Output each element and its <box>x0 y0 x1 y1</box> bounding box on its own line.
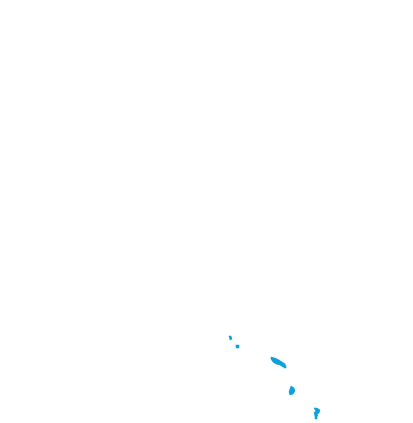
island-5 <box>288 385 296 396</box>
islet-4 <box>283 365 287 369</box>
islet-2 <box>235 344 240 349</box>
islet-7 <box>314 415 318 420</box>
islet-1 <box>228 335 233 341</box>
island-6 <box>313 407 321 417</box>
island-group <box>228 335 321 420</box>
